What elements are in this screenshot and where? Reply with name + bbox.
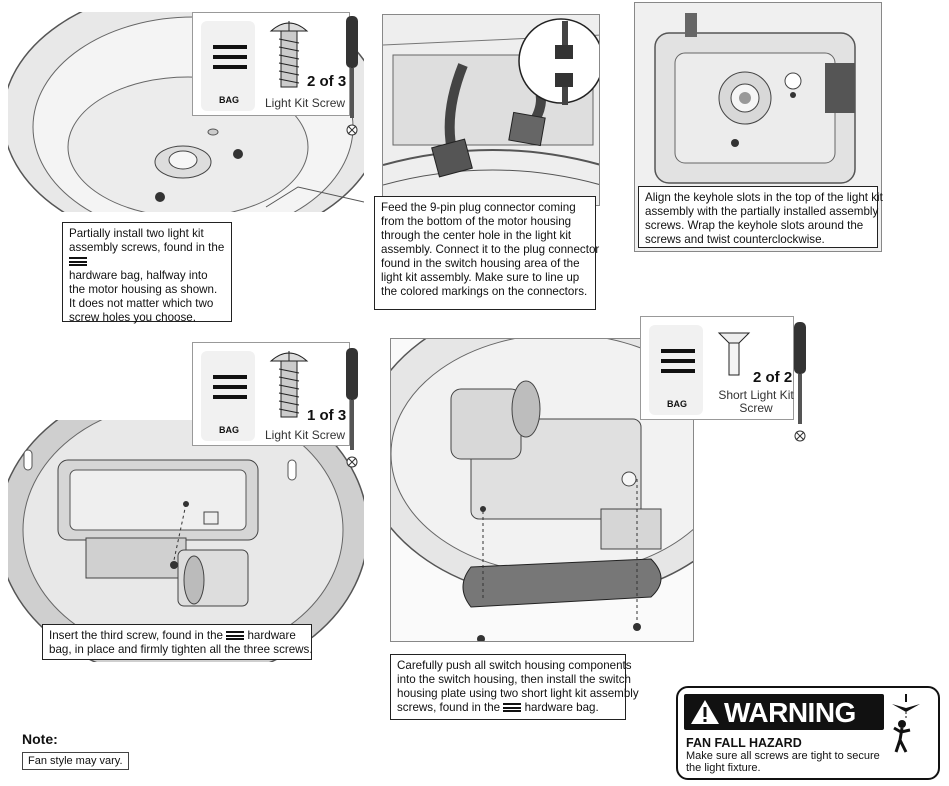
hardware-bag-icon: BAG [201,21,255,111]
step1-hardware-card: BAG 2 of 3 Light Kit Screw [192,12,350,116]
hardware-bag-icon: BAG [649,325,703,415]
bag-icon [503,703,522,712]
note-title: Note: [22,731,58,747]
light-kit-screw-icon [269,351,309,418]
step2-caption-line: from the bottom of the motor housing [381,215,572,228]
step2-caption-line: assembly. Connect it to the plug connect… [381,243,600,256]
step3-caption-line: assembly with the partially installed as… [645,205,879,218]
warning-title: WARNING [724,697,856,728]
screw-count: 1 of 3 [307,407,347,424]
step3-caption-line: Align the keyhole slots in the top of th… [645,191,883,204]
screwdriver-icon [346,16,358,136]
bag-icon [226,631,245,640]
warning-message-line: Make sure all screws are tight to secure [686,750,880,762]
warning-triangle-icon [691,700,719,724]
step5-caption: Carefully push all switch housing compon… [390,654,639,720]
step2-illustration [382,14,600,206]
step1-caption: Partially install two light kit assembly… [62,222,232,324]
step4-caption: Insert the third screw, found in the har… [42,624,313,660]
step2-caption-line: Feed the 9-pin plug connector coming [381,201,576,214]
step2-caption-line: through the center hole in the light kit [381,229,572,242]
step4-caption-line: Insert the third screw, found in the [49,629,224,642]
step3-caption-line: screws. Wrap the keyhole slots around th… [645,219,864,232]
fan-fall-hazard-icon [892,694,920,753]
step3-caption-line: screws and twist counterclockwise. [645,233,825,246]
step2-caption-line: found in the switch housing area of the [381,257,580,270]
short-screw-icon [717,332,751,376]
step2-caption-line: the colored markings on the connectors. [381,285,588,298]
hardware-bag-icon: BAG [201,351,255,441]
step2-caption-line: light kit assembly. Make sure to line up [381,271,580,284]
step5-caption-line: housing plate using two short light kit … [397,687,639,700]
step1-caption-line: assembly screws, found in the [69,241,225,254]
screwdriver-icon [794,322,806,442]
step1-caption-line: hardware bag, halfway into [69,269,208,282]
step4-caption-line: bag, in place and firmly tighten all the… [49,643,313,656]
bag-label: BAG [667,399,687,409]
step1-caption-line: screw holes you choose. [69,311,196,324]
hazard-title: FAN FALL HAZARD [686,736,802,750]
warning-message-line: the light fixture. [686,762,761,774]
step5-illustration [390,338,694,642]
screw-name: Light Kit Screw [265,428,346,442]
step1-caption-line: the motor housing as shown. [69,283,218,296]
screw-name: Short Light Kit Screw [717,389,795,415]
light-kit-screw-icon [269,21,309,88]
step5-caption-line: Carefully push all switch housing compon… [397,659,632,672]
step2-caption: Feed the 9-pin plug connector coming fro… [374,196,600,310]
screw-name-line: Short Light Kit [718,388,794,402]
step1-caption-line: It does not matter which two [69,297,214,310]
warning-message: Make sure all screws are tight to secure… [686,750,896,774]
step4-caption-line: hardware [247,629,296,642]
step3-caption: Align the keyhole slots in the top of th… [638,186,883,248]
step5-caption-line: screws, found in the [397,701,501,714]
bag-label: BAG [219,95,239,105]
screw-name-line: Screw [739,401,773,415]
step5-caption-line: hardware bag. [524,701,599,714]
warning-box: WARNING FAN FALL HAZARD Make sure all sc… [676,686,940,780]
bag-label: BAG [219,425,239,435]
note-text: Fan style may vary. [22,752,129,770]
step5-hardware-card: BAG 2 of 2 Short Light Kit Screw [640,316,794,420]
screwdriver-icon [346,348,358,468]
screw-count: 2 of 3 [307,73,347,90]
step4-illustration [8,420,364,662]
bag-icon [69,257,87,266]
step1-caption-line: Partially install two light kit [69,227,204,240]
step4-hardware-card: BAG 1 of 3 Light Kit Screw [192,342,350,446]
warning-header: WARNING [684,694,884,730]
screw-name: Light Kit Screw [265,96,346,110]
step5-caption-line: into the switch housing, then install th… [397,673,631,686]
screw-count: 2 of 2 [753,369,793,386]
